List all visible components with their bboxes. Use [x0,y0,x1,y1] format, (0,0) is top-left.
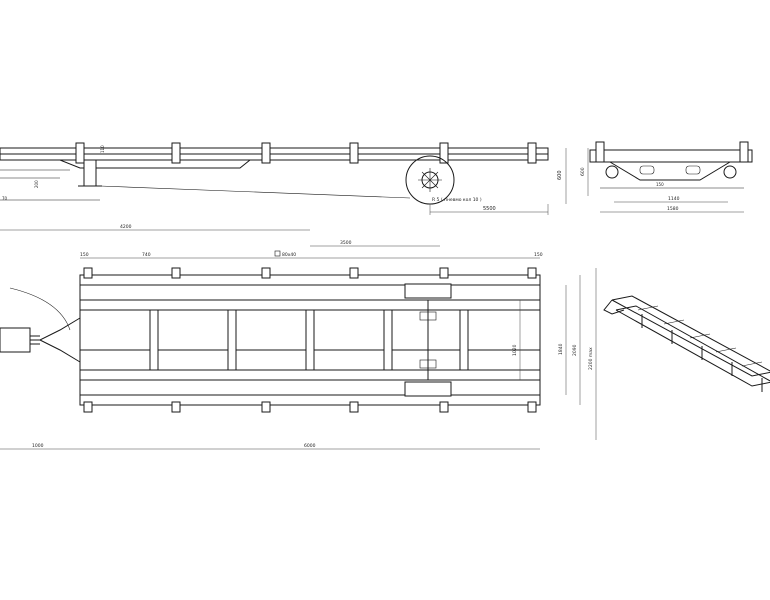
iso-posts [641,314,763,392]
end-wheel-left [605,165,619,179]
plan-dim-inner-width: 1020 [512,344,518,356]
plan-dim-outer-width: 2090 [572,344,578,356]
iso-cross-members [637,305,763,367]
side-view: 600 5500 R 5 ( пневмо кол 10 ) 110 200 7… [0,142,567,215]
end-deck [589,149,753,163]
plan-dim-top-mid: 3500 [340,240,352,246]
plan-turn-arc [9,287,71,331]
side-posts [75,142,537,164]
plan-profile: 80x40 [282,252,296,258]
plan-dim-overall-width: 2200 max [588,347,594,370]
plan-dim-right-offset: 150 [534,252,543,258]
plan-fender-bottom [404,381,452,397]
end-wheel-right [723,165,737,179]
plan-dim-drawbar: 1000 [32,443,44,449]
end-dim-inner: 1140 [668,196,680,202]
plan-dim-total: 6000 [304,443,316,449]
plan-stake-pockets-bottom [83,401,537,413]
side-dim-height: 600 [557,170,563,180]
side-drawbar [0,159,251,169]
end-dim-small: 150 [656,182,664,187]
side-dim-right: 5500 [483,206,496,212]
iso-frame-outline [611,295,770,377]
end-view: 1140 1580 150 600 [580,141,753,213]
side-wheel-note: R 5 ( пневмо кол 10 ) [432,197,482,203]
side-dim-a: 110 [100,145,105,153]
side-dim-b: 200 [34,180,39,188]
plan-view: 4200 3500 150 740 150 80x40 1000 6000 10… [0,224,597,450]
plan-dim-top-long: 4200 [120,224,132,230]
end-axle-frame [609,161,731,181]
plan-dim-bay: 740 [142,252,151,258]
plan-drawbar-bottom [39,339,81,363]
plan-dim-left-offset: 150 [80,252,89,258]
iso-view [603,295,770,392]
side-support-leg [83,159,97,187]
side-dim-c: 70 [2,196,8,201]
plan-dim-mid-width: 1840 [558,343,564,355]
end-dim-height: 600 [580,167,586,176]
plan-coupler [0,327,31,353]
plan-stake-pockets-top [83,267,537,279]
plan-cross-members [149,309,469,371]
end-dim-outer: 1580 [667,206,679,212]
plan-fender-top [404,283,452,299]
side-ground-line [99,185,411,199]
side-wheel-spokes [418,168,442,192]
iso-drawbar [603,299,625,315]
